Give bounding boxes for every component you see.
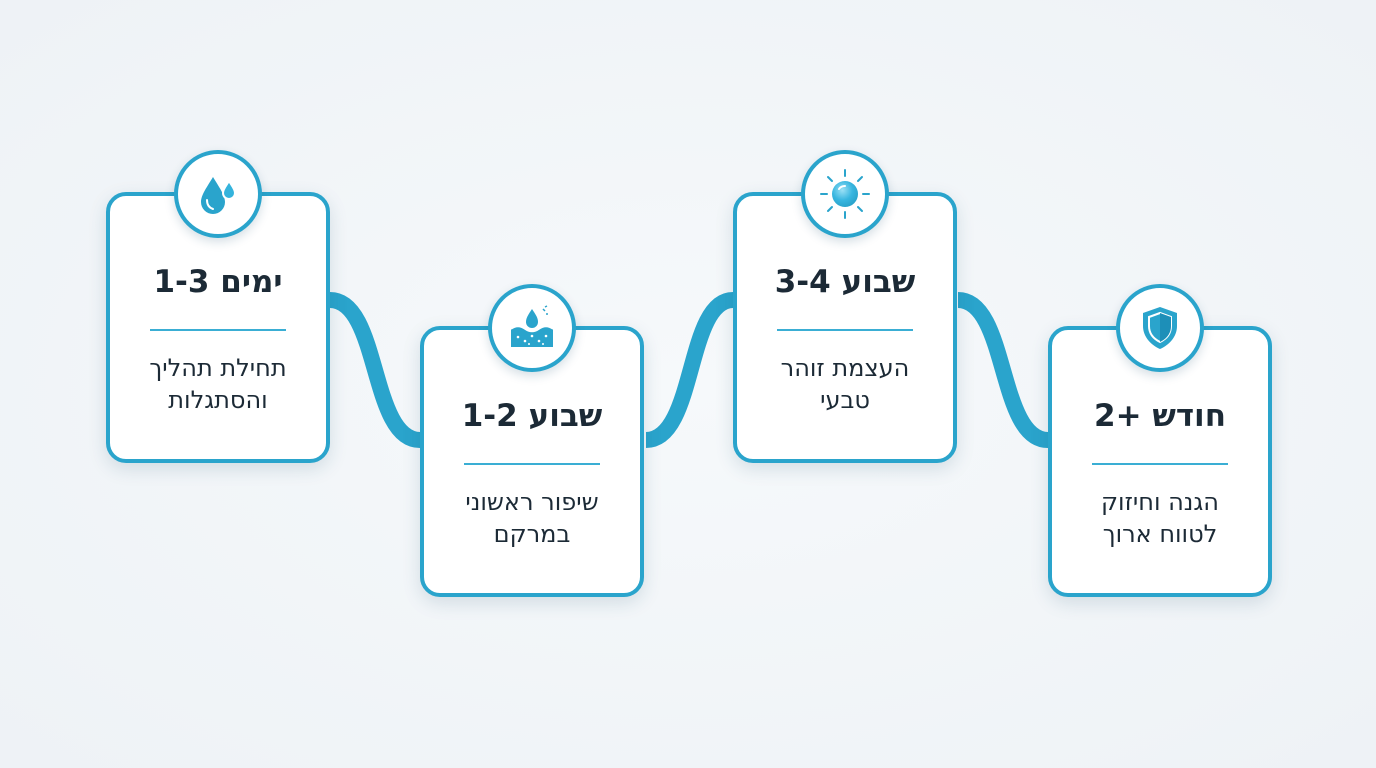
description-line-2: טבעי: [820, 386, 870, 414]
skin-hydration-icon: [510, 305, 554, 347]
stage-description: הגנה וחיזוק לטווח ארוך: [1060, 486, 1260, 550]
description-line-1: הגנה וחיזוק: [1101, 488, 1219, 516]
description-line-1: העצמת זוהר: [780, 354, 910, 382]
description-line-1: שיפור ראשוני: [465, 488, 599, 516]
divider: [1092, 463, 1228, 465]
timeline-card-month-2-plus: חודש +2 הגנה וחיזוק לטווח ארוך: [1048, 284, 1272, 597]
divider: [464, 463, 600, 465]
stage-title: חודש +2: [1093, 398, 1226, 434]
timeline-card-days-1-3: ימים 1-3 תחילת תהליך והסתגלות: [106, 150, 330, 463]
shield-icon: [1143, 307, 1177, 349]
icon-badge: [1116, 284, 1204, 372]
icon-badge: [174, 150, 262, 238]
description-line-2: לטווח ארוך: [1102, 520, 1218, 548]
stage-title: שבוע 1-2: [461, 398, 603, 434]
sun-glow-icon: [820, 169, 870, 219]
icon-badge: [801, 150, 889, 238]
connector-ribbon-1: [328, 292, 422, 448]
stage-description: העצמת זוהר טבעי: [745, 352, 945, 416]
timeline-card-week-3-4: שבוע 3-4 העצמת זוהר טבעי: [733, 150, 957, 463]
description-line-2: והסתגלות: [168, 386, 268, 414]
divider: [150, 329, 286, 331]
water-drops-icon: [201, 177, 237, 214]
connector-ribbon-3: [956, 292, 1050, 448]
stage-title: ימים 1-3: [153, 264, 283, 300]
stage-description: שיפור ראשוני במרקם: [432, 486, 632, 550]
description-line-1: תחילת תהליך: [149, 354, 287, 382]
stage-description: תחילת תהליך והסתגלות: [118, 352, 318, 416]
stage-title: שבוע 3-4: [774, 264, 916, 300]
icon-badge: [488, 284, 576, 372]
connector-ribbon-2: [644, 292, 735, 448]
description-line-2: במרקם: [493, 520, 571, 548]
divider: [777, 329, 913, 331]
timeline-card-week-1-2: שבוע 1-2 שיפור ראשוני במרקם: [420, 284, 644, 597]
